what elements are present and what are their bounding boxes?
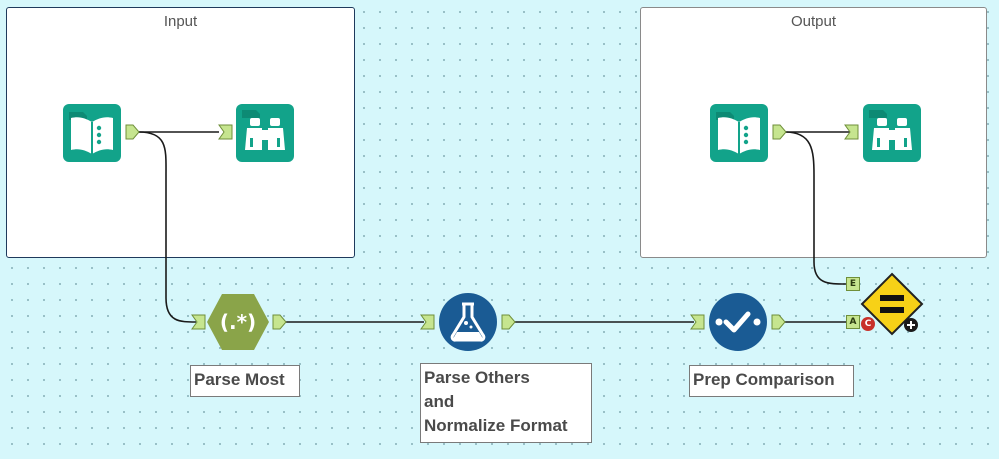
- output-input-data-output-anchor: [772, 124, 787, 140]
- connection-input-regex: [138, 131, 197, 323]
- regex-output-anchor: [272, 314, 287, 330]
- formula-input-anchor: [420, 314, 435, 330]
- flask-icon: [439, 293, 497, 351]
- output-input-data-tool[interactable]: [710, 104, 768, 162]
- regex-tool-label: Parse Most: [190, 365, 300, 397]
- test-c-badge-label: C: [864, 319, 872, 329]
- plus-icon: [904, 318, 918, 332]
- select-input-anchor: [690, 314, 705, 330]
- equals-sign-icon: [860, 272, 924, 336]
- test-c-badge: C: [861, 317, 875, 331]
- connection-output-test: [784, 131, 847, 285]
- regex-tool[interactable]: (.*): [206, 292, 270, 352]
- select-output-anchor: [771, 314, 786, 330]
- test-e-anchor-label: E: [849, 279, 857, 289]
- formula-tool-label: Parse Others and Normalize Format: [420, 363, 592, 443]
- add-anchor-icon[interactable]: [904, 317, 918, 332]
- book-icon: [63, 104, 121, 162]
- output-container-title: Output: [790, 13, 837, 30]
- binoculars-icon: [863, 104, 921, 162]
- regex-tool-label-text: Parse Most: [194, 370, 285, 389]
- book-icon: [710, 104, 768, 162]
- test-a-anchor[interactable]: A: [846, 315, 860, 329]
- formula-tool-label-text: Parse Others and Normalize Format: [424, 368, 568, 435]
- output-browse-input-anchor: [844, 124, 859, 140]
- test-e-anchor[interactable]: E: [846, 277, 860, 291]
- regex-icon: (.*): [207, 294, 269, 350]
- select-tool[interactable]: [708, 292, 768, 352]
- formula-output-anchor: [501, 314, 516, 330]
- input-data-tool[interactable]: [63, 104, 121, 162]
- select-tool-label: Prep Comparison: [689, 365, 854, 397]
- select-tool-label-text: Prep Comparison: [693, 370, 835, 389]
- browse-tool[interactable]: [236, 104, 294, 162]
- regex-glyph: (.*): [220, 310, 256, 334]
- test-a-anchor-label: A: [849, 317, 857, 327]
- output-browse-tool[interactable]: [863, 104, 921, 162]
- binoculars-icon: [236, 104, 294, 162]
- input-data-output-anchor: [125, 124, 140, 140]
- browse-input-anchor: [218, 124, 233, 140]
- regex-input-anchor: [191, 314, 206, 330]
- checkmark-icon: [709, 293, 767, 351]
- input-container-title: Input: [163, 13, 198, 30]
- formula-tool[interactable]: [438, 292, 498, 352]
- test-tool[interactable]: [860, 272, 924, 336]
